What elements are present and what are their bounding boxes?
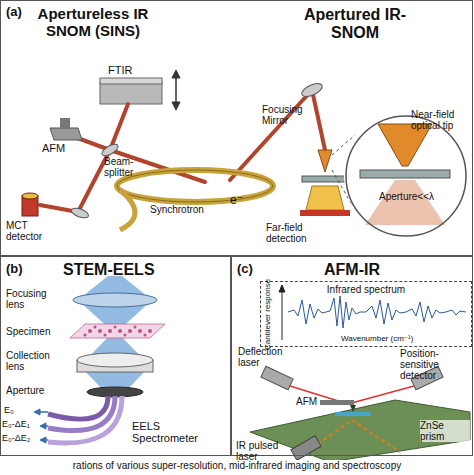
energy-arrows [34, 409, 48, 443]
spectrometer [48, 396, 122, 443]
deflection-laser [261, 366, 293, 390]
part-label: EELS Spectrometer [132, 420, 212, 444]
afm-device [50, 118, 82, 140]
node-title: Infrared spectrum [306, 284, 426, 295]
znse-prism [250, 400, 470, 462]
node-title: (a) [6, 5, 22, 19]
synchrotron-ring [117, 170, 273, 230]
part-label: AFM [296, 396, 317, 407]
part-label: Synchrotron [150, 204, 204, 215]
zoom-content [360, 124, 450, 225]
focusing-lens [73, 293, 157, 307]
node-title: Near-field optical tip [411, 109, 469, 131]
node-text: Cantilever response [264, 269, 273, 359]
part-label: MCT detector [6, 220, 58, 242]
node-title: (c) [237, 262, 253, 276]
caption: rations of various super-resolution, mid… [0, 460, 474, 471]
part-label: Collection lens [6, 350, 56, 372]
part-label: Far-field detection [266, 222, 322, 244]
spectrum-inset: Infrared spectrumCantilever responseWave… [260, 281, 472, 347]
ir-laser [291, 436, 321, 460]
circle-outline [345, 115, 467, 237]
ir-beam [312, 420, 400, 452]
part-label: Aperture [6, 385, 44, 396]
part-label: Beam-splitter [104, 156, 156, 178]
axis-arrow [279, 285, 285, 340]
part-label: ZnSe prism [420, 420, 470, 442]
part-label: E₀-ΔE₁ [2, 420, 30, 430]
part-label: Specimen [6, 326, 50, 337]
double-arrow [172, 70, 180, 110]
signal-trace [288, 296, 466, 328]
part-label: Apertureless IR SNOM (SINS) [18, 6, 168, 39]
part-label: Focusing Mirror [262, 104, 314, 126]
aperture [87, 387, 143, 397]
node-title: (b) [6, 262, 23, 276]
part-label: E₀ [4, 406, 14, 416]
part-label: Position-sensitive detector [400, 348, 472, 381]
node-text: STEM-EELS [63, 261, 155, 279]
part-label: E₀-ΔE₂ [2, 434, 30, 444]
cantilever [320, 400, 371, 416]
zoom-disc [344, 114, 466, 236]
mct-detector [22, 193, 38, 216]
collection-lens [77, 353, 153, 372]
node-text: Aperture<<λ [379, 191, 434, 202]
specimen-lattice [70, 324, 165, 338]
part-label: Focusing lens [6, 288, 56, 310]
node-text: AFM-IR [324, 261, 380, 279]
near-field-tip [300, 150, 350, 216]
mirror [70, 206, 90, 220]
part-label: AFM [42, 142, 65, 154]
zoom-circle: Near-field optical tipAperture<<λ [345, 115, 467, 237]
beam-splitter [100, 142, 120, 158]
part-label: Apertured IR-SNOM [290, 6, 420, 41]
focusing-mirror [300, 81, 324, 99]
part-label: e⁻ [230, 194, 243, 207]
beam-path [40, 90, 325, 212]
part-label: IR pulsed laser [236, 440, 294, 462]
part-label: FTIR [108, 64, 132, 76]
ftir-box [100, 78, 162, 104]
circle-outline [346, 116, 466, 236]
node-text: Wavenumber (cm⁻¹) [341, 335, 413, 344]
part-label: Deflection laser [238, 346, 298, 368]
